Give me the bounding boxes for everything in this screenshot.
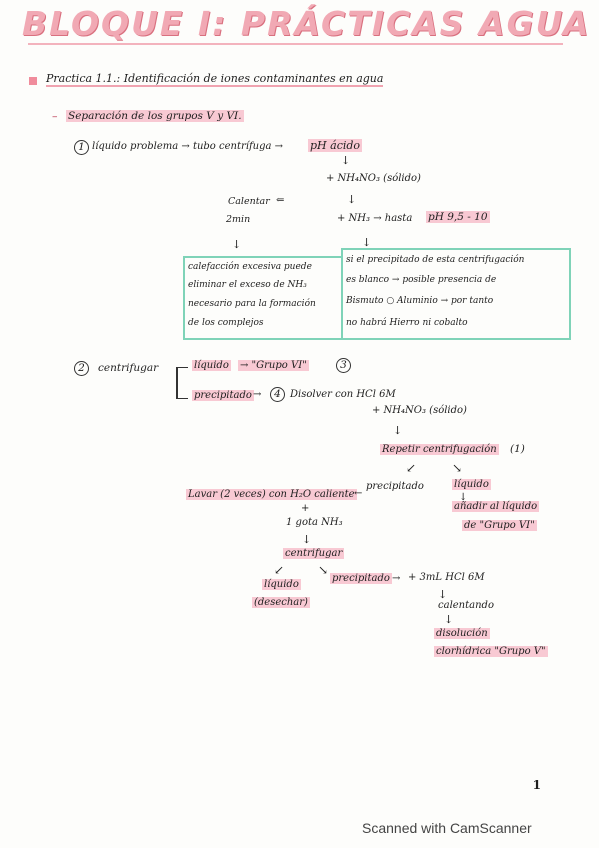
step1-left-down: ↓	[232, 238, 242, 251]
separation-heading: Separación de los grupos V y VI.	[66, 110, 244, 122]
solution: disolución	[434, 628, 490, 639]
add-to-liquid: añadir al líquido	[452, 501, 540, 512]
step1-arrow2: ↓	[347, 193, 357, 206]
branch-line-bottom	[176, 398, 188, 399]
discard-liquid: líquido	[262, 579, 301, 590]
box-left-line3: necesario para la formación	[188, 299, 316, 309]
step2-number: 2	[74, 361, 89, 376]
precip-label: precipitado	[366, 481, 424, 492]
title-underline	[28, 43, 563, 45]
step2-arrow-a: ↓	[393, 424, 403, 437]
box-left-line1: calefacción excesiva puede	[188, 262, 312, 272]
step2-add: + NH₄NO₃ (sólido)	[372, 405, 467, 416]
box-right-line3: Bismuto ○ Aluminio → por tanto	[346, 296, 494, 306]
branch1-number: 3	[336, 358, 351, 373]
heat-time: 2min	[226, 214, 251, 225]
branch1-liquid: líquido	[192, 360, 231, 371]
step1-ph-target: pH 9,5 - 10	[426, 211, 490, 223]
box-right-line2: es blanco → posible presencia de	[346, 275, 497, 285]
branch2-number: 4	[270, 387, 285, 402]
note-box-right	[341, 248, 571, 340]
scanner-watermark: Scanned with CamScanner	[362, 820, 532, 836]
branch-line-vertical	[176, 367, 178, 399]
branch2-precip: precipitado	[192, 390, 254, 401]
page-title: BLOQUE I: PRÁCTICAS AGUA	[22, 4, 591, 43]
discard-note: (desechar)	[252, 597, 310, 608]
step2-arrow-d: ↓	[444, 613, 454, 626]
precip2-arrow: →	[392, 573, 401, 584]
add-hcl: + 3mL HCl 6M	[408, 572, 485, 583]
group-vi-ref: de "Grupo VI"	[462, 520, 537, 531]
branch1-rest: → "Grupo VI"	[238, 360, 309, 371]
branch2-rest: Disolver con HCl 6M	[290, 389, 396, 400]
step1-add2: + NH₃ → hasta	[337, 213, 413, 224]
step1-text: líquido problema → tubo centrífuga →	[92, 141, 284, 152]
liquid-right-arrow: ↓	[459, 492, 468, 503]
heat-label: Calentar	[228, 196, 270, 207]
split2-left-arrow: ↙	[274, 563, 285, 577]
precip2: precipitado	[330, 573, 392, 584]
step2-arrow-c: ↓	[438, 588, 448, 601]
bullet-square-icon	[29, 77, 37, 85]
split2-right-arrow: ↘	[318, 563, 329, 577]
centrifuge2: centrifugar	[283, 548, 345, 559]
wash-arrow: ←	[354, 488, 363, 499]
step1-right-down: ↓	[362, 236, 372, 249]
drop-nh3: 1 gota NH₃	[286, 517, 343, 528]
box-left-line2: eliminar el exceso de NH₃	[188, 280, 307, 290]
repeat-centrifuge: Repetir centrifugación	[380, 444, 499, 455]
page-number: 1	[532, 778, 541, 792]
split-left-arrow: ↙	[406, 461, 417, 475]
repeat-number: (1)	[510, 443, 525, 455]
heat-arrow: ⇐	[276, 195, 285, 206]
box-right-line1: si el precipitado de esta centrifugación	[346, 255, 525, 265]
step1-add1: + NH₄NO₃ (sólido)	[326, 173, 421, 184]
step2-arrow-b: ↓	[302, 533, 312, 546]
dash-bullet-icon: –	[52, 110, 58, 123]
wash-step: Lavar (2 veces) con H₂O caliente	[186, 489, 357, 500]
branch-line-top	[176, 367, 188, 368]
branch2-arrow: →	[253, 389, 262, 400]
step1-ph: pH ácido	[308, 139, 363, 152]
practice-heading: Practica 1.1.: Identificación de iones c…	[46, 72, 384, 87]
solution-group-v: clorhídrica "Grupo V"	[434, 646, 548, 657]
heating: calentando	[438, 600, 494, 611]
box-right-line4: no habrá Hierro ni cobalto	[346, 318, 468, 328]
liquid-right: líquido	[452, 479, 491, 490]
split-right-arrow: ↘	[452, 461, 463, 475]
step2-label: centrifugar	[98, 362, 159, 374]
plus-sign: +	[301, 503, 310, 514]
box-left-line4: de los complejos	[188, 318, 264, 328]
step1-arrow1: ↓	[341, 154, 351, 167]
step1-number: 1	[74, 140, 89, 155]
